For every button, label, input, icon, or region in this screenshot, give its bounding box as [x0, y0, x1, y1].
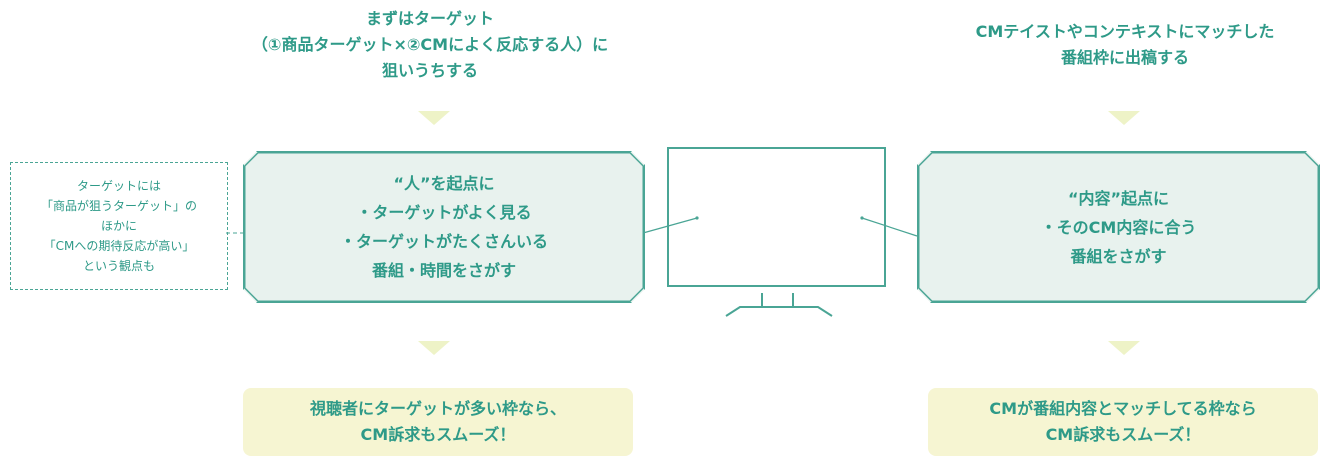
left-result-text: 視聴者にターゲットが多い枠なら、 CM訴求もスムーズ！	[309, 399, 566, 444]
right-lower-arrow-down-icon	[1108, 341, 1140, 355]
tv-monitor-icon	[667, 147, 886, 317]
right-panel: “内容”起点に ・そのCM内容に合う 番組をさがす	[917, 151, 1320, 303]
left-lower-arrow-down-icon	[418, 341, 450, 355]
right-panel-text: “内容”起点に ・そのCM内容に合う 番組をさがす	[1040, 188, 1197, 266]
right-top-text: CMテイストやコンテキストにマッチした 番組枠に出稿する	[975, 22, 1275, 67]
left-panel: “人”を起点に ・ターゲットがよく見る ・ターゲットがたくさんいる 番組・時間を…	[243, 151, 645, 303]
right-arrow-down-icon	[1108, 111, 1140, 125]
note-text: ターゲットには 「商品が狙うターゲット」の ほかに 「CMへの期待反応が高い」 …	[40, 179, 197, 273]
right-result-box: CMが番組内容とマッチしてる枠なら CM訴求もスムーズ！	[928, 388, 1318, 456]
left-top-text: まずはターゲット （①商品ターゲット×②CMによく反応する人）に 狙いうちする	[251, 9, 609, 80]
left-result-box: 視聴者にターゲットが多い枠なら、 CM訴求もスムーズ！	[243, 388, 633, 456]
left-panel-text: “人”を起点に ・ターゲットがよく見る ・ターゲットがたくさんいる 番組・時間を…	[339, 174, 548, 280]
right-result-text: CMが番組内容とマッチしてる枠なら CM訴求もスムーズ！	[989, 399, 1257, 444]
left-arrow-down-icon	[418, 111, 450, 125]
note-box: ターゲットには 「商品が狙うターゲット」の ほかに 「CMへの期待反応が高い」 …	[10, 162, 228, 290]
